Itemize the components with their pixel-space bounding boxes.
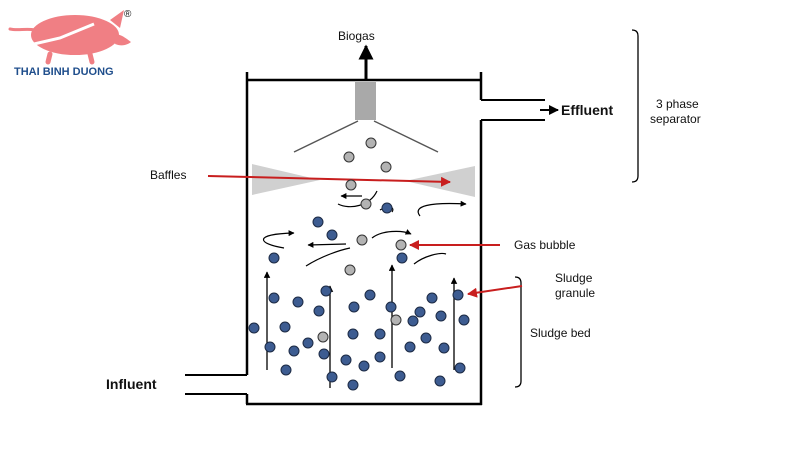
sludge-granule — [347, 328, 359, 340]
sludge-granule — [280, 364, 292, 376]
effluent-pipe — [481, 99, 545, 121]
sludge-granule — [374, 351, 386, 363]
swirl-arrow — [417, 200, 467, 217]
sludge-granule — [302, 337, 314, 349]
sludge-granule — [348, 301, 360, 313]
sludge-granule — [268, 252, 280, 264]
three-phase-label-line2: separator — [650, 112, 701, 126]
sludge-granule — [347, 379, 359, 391]
sludge-granule-pointer-arrow — [467, 285, 523, 298]
gas-bubble — [356, 234, 368, 246]
sludge-granule — [364, 289, 376, 301]
sludge-granule — [340, 354, 352, 366]
sludge-bed-brace — [514, 276, 522, 388]
sludge-granule — [434, 375, 446, 387]
swirl-arrow — [337, 190, 378, 208]
gas-bubble — [360, 198, 372, 210]
sludge-granule — [458, 314, 470, 326]
baffles-label: Baffles — [150, 168, 186, 182]
gas-bubble — [345, 179, 357, 191]
reactor-vessel — [245, 72, 483, 406]
gas-bubble — [395, 239, 407, 251]
sludge-granule — [454, 362, 466, 374]
gas-hood — [293, 120, 439, 153]
sludge-granule — [438, 342, 450, 354]
swirl-arrow — [307, 241, 347, 248]
sludge-granule — [420, 332, 432, 344]
sludge-granule — [385, 301, 397, 313]
swirl-arrow — [371, 229, 412, 239]
gas-bubble — [343, 151, 355, 163]
sludge-granule — [326, 371, 338, 383]
brand-text: THAI BINH DUONG — [14, 66, 114, 78]
gas-bubble-label: Gas bubble — [514, 238, 576, 252]
sludge-granule — [435, 310, 447, 322]
gas-collector-pipe — [355, 82, 376, 120]
registered-mark: ® — [124, 9, 132, 20]
sludge-granule-label-line1: Sludge — [555, 271, 593, 285]
sludge-granule — [426, 292, 438, 304]
three-phase-label-line1: 3 phase — [656, 97, 699, 111]
gas-bubble — [365, 137, 377, 149]
sludge-granule — [414, 306, 426, 318]
sludge-granule — [326, 229, 338, 241]
pig-logo-icon — [7, 10, 131, 65]
baffles-pointer-arrow — [207, 175, 451, 187]
swirl-arrow — [305, 247, 351, 267]
sludge-granule — [404, 341, 416, 353]
influent-pipe — [185, 374, 247, 395]
swirl-arrow — [263, 230, 295, 249]
sludge-granule-label-line2: granule — [555, 286, 595, 300]
gas-bubble — [390, 314, 402, 326]
sludge-bed-label: Sludge bed — [530, 326, 591, 340]
three-phase-brace — [631, 29, 639, 183]
influent-label: Influent — [106, 376, 157, 392]
sludge-granule — [288, 345, 300, 357]
sludge-granule — [312, 216, 324, 228]
sludge-granule — [313, 305, 325, 317]
effluent-label: Effluent — [561, 102, 613, 118]
sludge-granule — [358, 360, 370, 372]
sludge-granule — [248, 322, 260, 334]
gas-bubble — [380, 161, 392, 173]
sludge-granule — [320, 285, 332, 297]
sludge-granule — [396, 252, 408, 264]
swirl-flow-arrows — [263, 190, 467, 267]
company-logo: ® THAI BINH DUONG — [7, 9, 132, 78]
sludge-granule — [264, 341, 276, 353]
gas-bubbles — [317, 137, 407, 343]
sludge-granules — [248, 202, 470, 391]
swirl-arrow — [413, 252, 447, 265]
sludge-granule — [268, 292, 280, 304]
sludge-granule — [407, 315, 419, 327]
biogas-label: Biogas — [338, 29, 375, 43]
sludge-granule — [292, 296, 304, 308]
baffle-left — [252, 164, 320, 195]
gas-bubble — [344, 264, 356, 276]
sludge-granule — [318, 348, 330, 360]
sludge-granule — [374, 328, 386, 340]
sludge-granule — [279, 321, 291, 333]
sludge-granule — [394, 370, 406, 382]
sludge-granule — [381, 202, 393, 214]
sludge-granule — [452, 289, 464, 301]
gas-bubble — [317, 331, 329, 343]
